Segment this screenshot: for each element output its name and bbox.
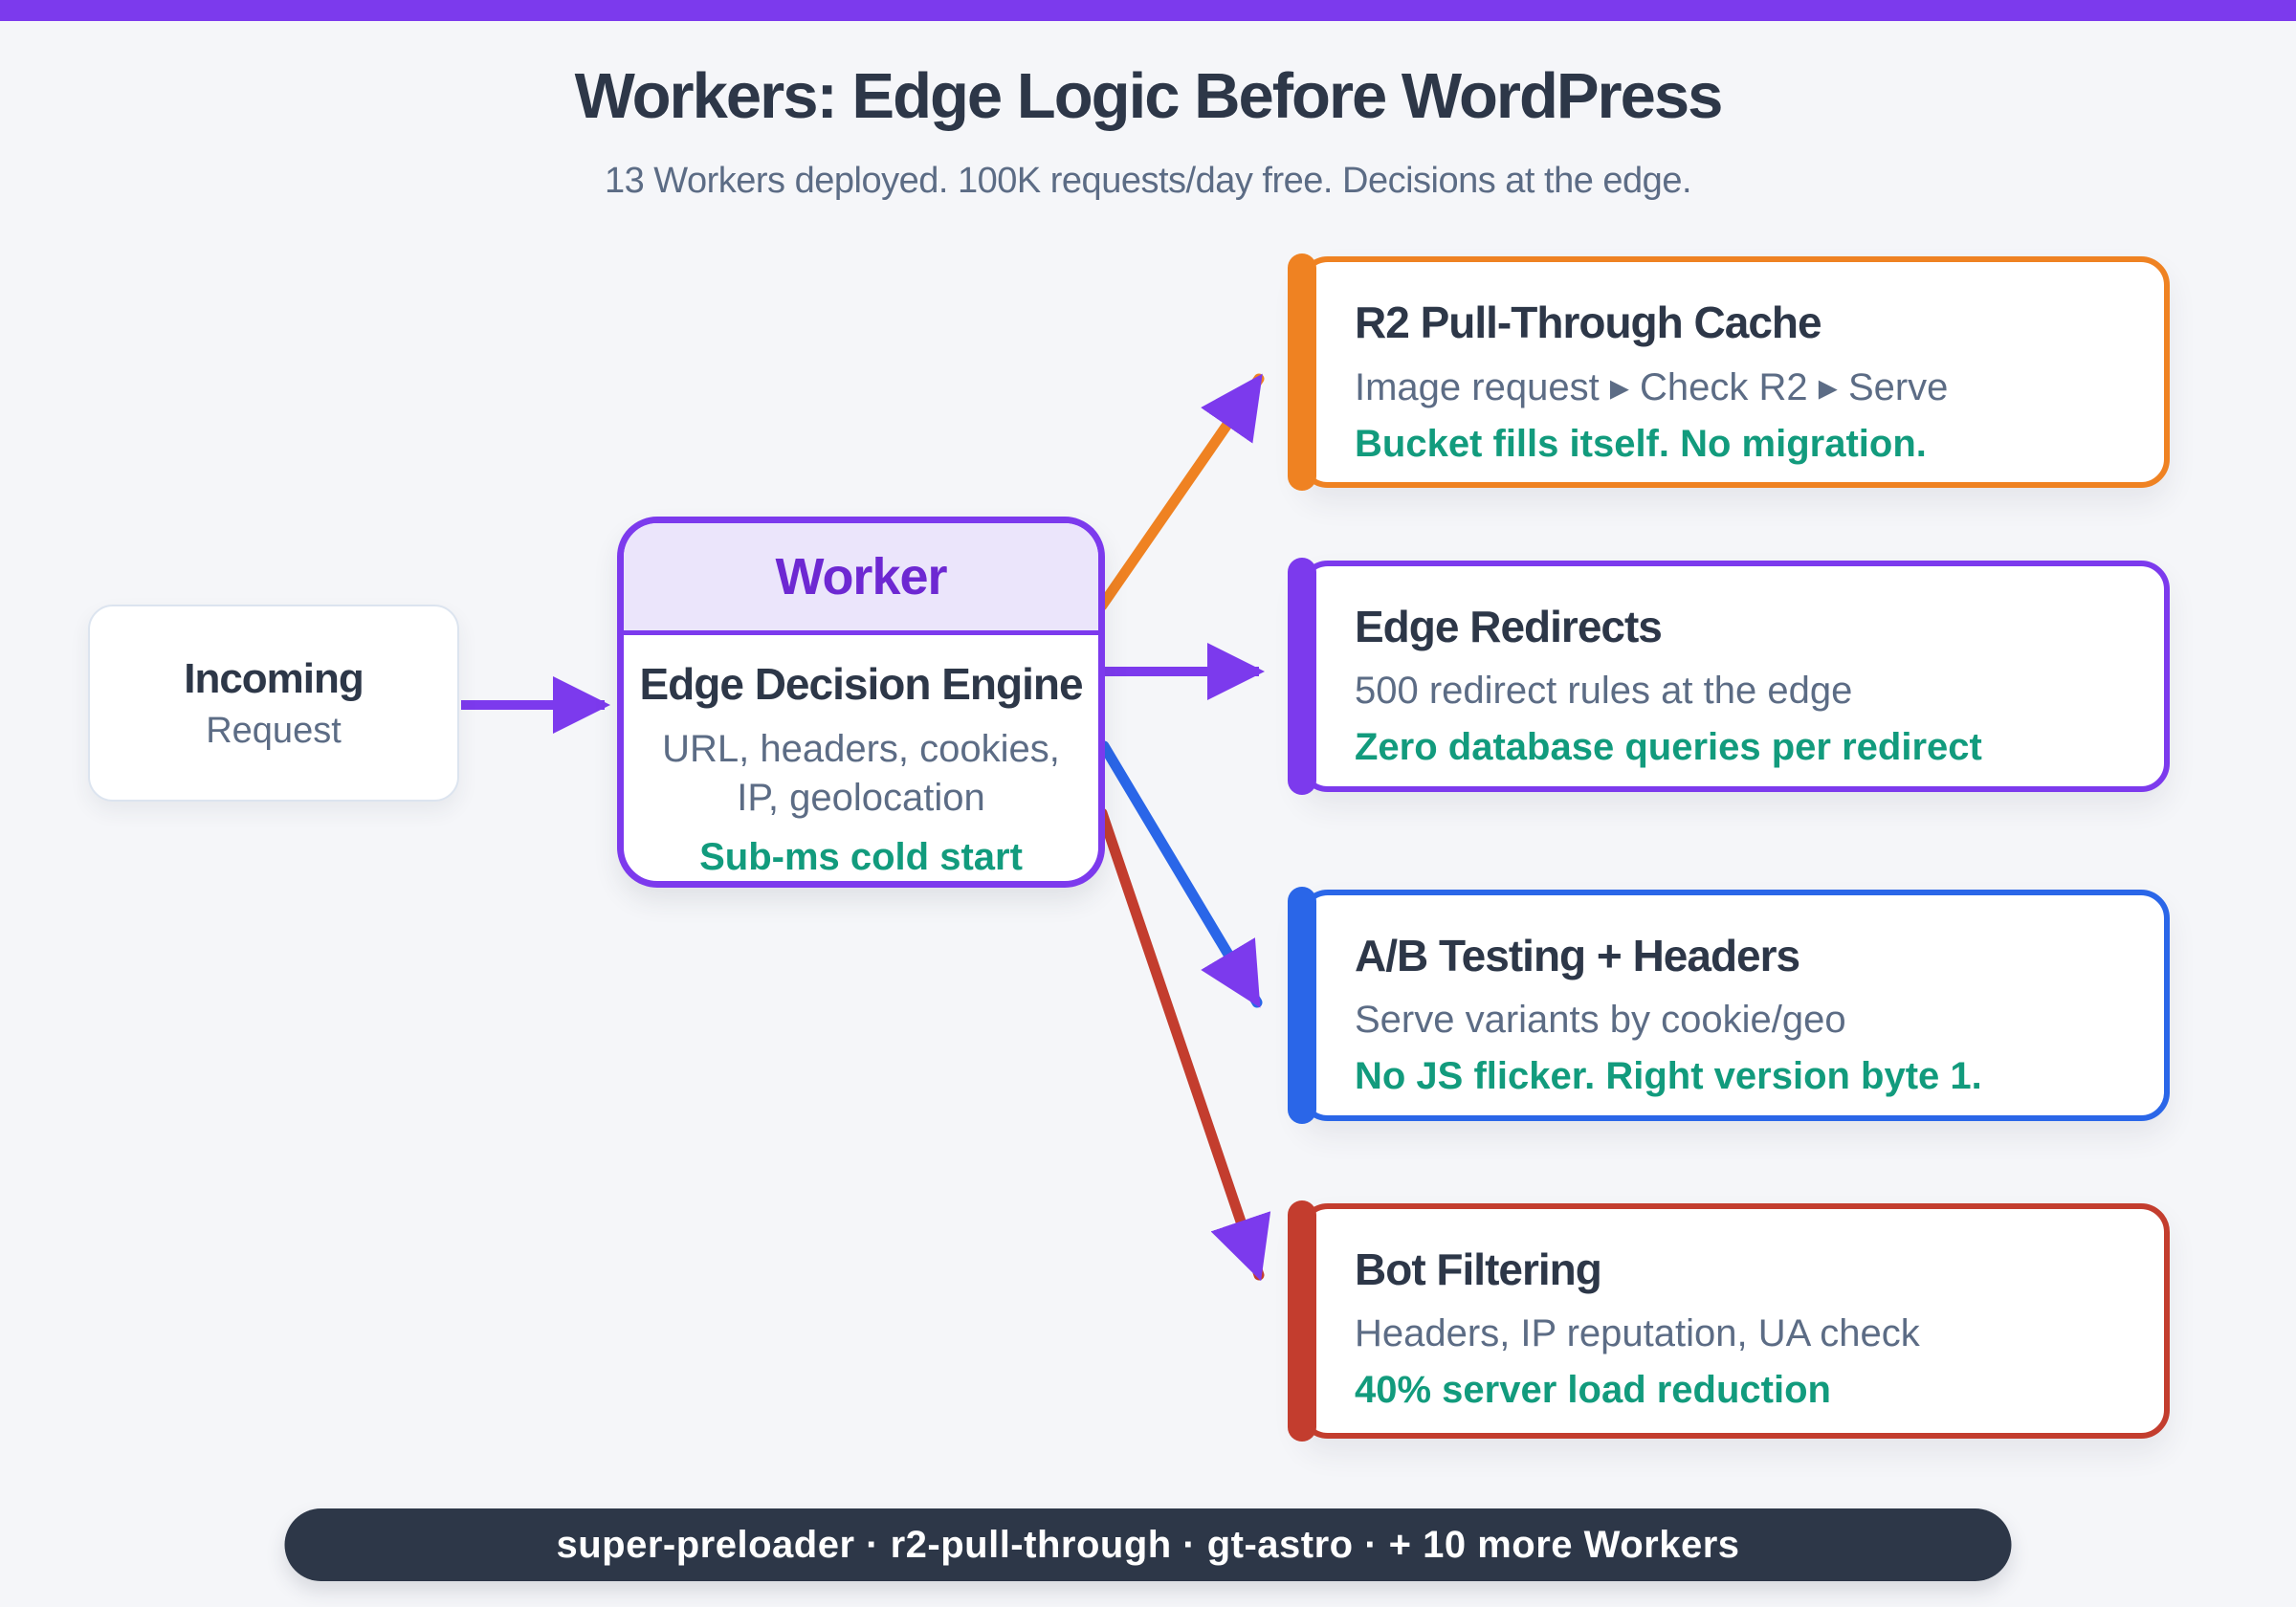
worker-benefit: Sub-ms cold start [699,836,1023,879]
worker-node-header: Worker [624,523,1098,635]
branch-detail: Headers, IP reputation, UA check [1355,1312,1920,1354]
worker-node-body: Edge Decision Engine URL, headers, cooki… [624,635,1098,879]
branch-title: Bot Filtering [1355,1244,1602,1294]
top-accent-bar [0,0,2296,21]
branch-benefit: 40% server load reduction [1355,1369,1831,1411]
branch-title: R2 Pull-Through Cache [1355,297,1822,347]
page-subtitle: 13 Workers deployed. 100K requests/day f… [604,161,1692,201]
worker-inputs-line2: IP, geolocation [737,777,985,820]
workers-list-text: super-preloader · r2-pull-through · gt-a… [556,1523,1740,1566]
worker-inputs: URL, headers, cookies, IP, geolocation [624,725,1098,823]
page-title: Workers: Edge Logic Before WordPress [574,60,1724,132]
accent-bar [1288,887,1316,1124]
worker-engine-title: Edge Decision Engine [639,659,1083,709]
arrow-worker-to-ab [1098,740,1263,1008]
branch-title: Edge Redirects [1355,602,1663,651]
arrow-worker-to-r2 [1096,373,1265,611]
incoming-request-node: Incoming Request [88,605,459,802]
worker-inputs-line1: URL, headers, cookies, [662,728,1060,770]
branch-detail: Serve variants by cookie/geo [1355,999,1846,1041]
accent-bar [1288,1200,1316,1442]
workers-list-pill: super-preloader · r2-pull-through · gt-a… [284,1508,2012,1581]
accent-bar [1288,558,1316,795]
branch-benefit: Bucket fills itself. No migration. [1355,423,1927,465]
branch-detail: Image request ▸ Check R2 ▸ Serve [1355,366,1949,408]
branch-card-bot-filtering: Bot Filtering Headers, IP reputation, UA… [1288,1200,2170,1442]
branch-card-ab-testing: A/B Testing + Headers Serve variants by … [1288,887,2170,1124]
branch-benefit: Zero database queries per redirect [1355,726,1982,768]
branch-detail: 500 redirect rules at the edge [1355,670,1853,712]
accent-bar [1288,253,1316,491]
branch-card-redirects: Edge Redirects 500 redirect rules at the… [1288,558,2170,795]
worker-node: Worker Edge Decision Engine URL, headers… [617,517,1105,888]
incoming-title: Incoming [184,654,364,702]
worker-label: Worker [775,548,947,605]
arrow-worker-to-bot [1096,807,1271,1282]
branch-benefit: No JS flicker. Right version byte 1. [1355,1055,1982,1097]
incoming-subtitle: Request [206,710,342,751]
branch-title: A/B Testing + Headers [1355,931,1800,980]
branch-card-r2: R2 Pull-Through Cache Image request ▸ Ch… [1288,253,2170,491]
